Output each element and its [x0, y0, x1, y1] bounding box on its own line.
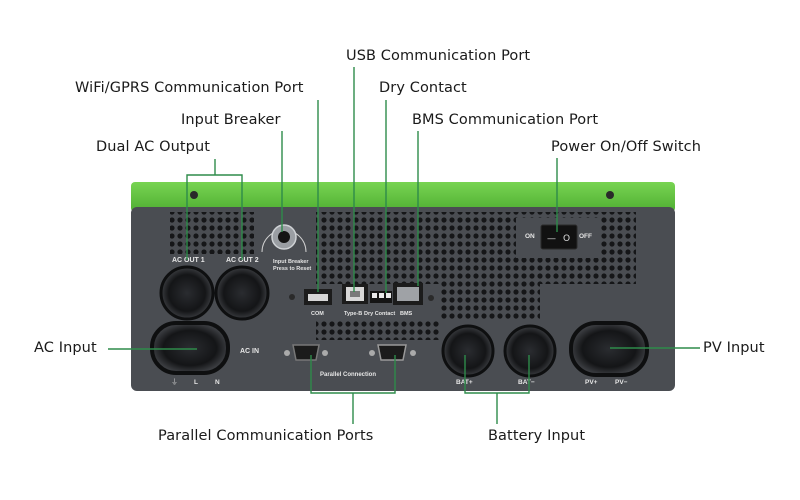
vent-grid [170, 212, 254, 254]
bat-minus-label: BAT− [518, 379, 535, 386]
callout-bms-port: BMS Communication Port [412, 112, 599, 128]
callout-ac-input: AC Input [34, 340, 97, 356]
pv-gland [569, 321, 649, 377]
ground-symbol: ⏚ [171, 378, 178, 386]
line-label: L [194, 379, 198, 386]
input-breaker-center [278, 231, 290, 243]
neutral-label: N [215, 379, 220, 386]
usb-a-socket [308, 294, 328, 301]
panel-screw [284, 350, 290, 356]
dry-contact-label: Dry Contact [364, 311, 395, 317]
callout-wifi-port: WiFi/GPRS Communication Port [75, 80, 304, 96]
dry-contact-pin [372, 293, 377, 298]
switch-off-label: OFF [579, 233, 592, 240]
bms-label: BMS [400, 311, 413, 317]
rj45-socket [397, 287, 419, 301]
pv-minus-label: PV− [615, 379, 628, 386]
ac-out-1-gland [159, 265, 215, 321]
callout-battery-input: Battery Input [488, 428, 586, 444]
vent-grid [316, 320, 440, 340]
dry-contact-pin [386, 293, 391, 298]
panel-screw [289, 294, 295, 300]
switch-on-glyph: — [547, 234, 556, 244]
panel-screw [428, 295, 434, 301]
panel-screw [369, 350, 375, 356]
cover-screw [606, 191, 614, 199]
breaker-label-line2: Press to Reset [273, 266, 311, 272]
ac-out-2-label: AC OUT 2 [226, 257, 259, 264]
callout-input-breaker: Input Breaker [181, 112, 281, 128]
cover-screw [190, 191, 198, 199]
callout-dry-contact: Dry Contact [379, 80, 467, 96]
breaker-label-line1: Input Breaker [273, 259, 309, 265]
ac-out-2-gland [214, 265, 270, 321]
ac-in-label: AC IN [240, 348, 259, 355]
callout-parallel-ports: Parallel Communication Ports [158, 428, 374, 444]
panel-screw [322, 350, 328, 356]
vent-grid [440, 284, 540, 320]
parallel-port-male[interactable] [292, 344, 320, 361]
pv-plus-label: PV+ [585, 379, 598, 386]
ac-in-gland [150, 321, 230, 375]
callout-dual-ac-output: Dual AC Output [96, 139, 211, 155]
leader-dual-ac-bracket [186, 174, 243, 260]
type-b-label: Type-B [344, 311, 362, 317]
switch-off-glyph: O [563, 234, 570, 244]
callout-usb-port: USB Communication Port [346, 48, 531, 64]
callout-pv-input: PV Input [703, 340, 765, 356]
parallel-port-female[interactable] [377, 344, 407, 361]
switch-on-label: ON [525, 233, 535, 240]
bat-plus-gland [441, 324, 495, 378]
dry-contact-pin [379, 293, 384, 298]
bat-minus-gland [503, 324, 557, 378]
usb-b-inner [350, 291, 360, 297]
panel-screw [410, 350, 416, 356]
parallel-connection-label: Parallel Connection [320, 372, 376, 378]
com-label: COM [311, 311, 324, 317]
ac-out-1-label: AC OUT 1 [172, 257, 205, 264]
power-switch[interactable] [540, 224, 578, 250]
green-top-cover [131, 182, 675, 212]
callout-lines [108, 67, 700, 424]
callout-power-switch: Power On/Off Switch [551, 139, 702, 155]
